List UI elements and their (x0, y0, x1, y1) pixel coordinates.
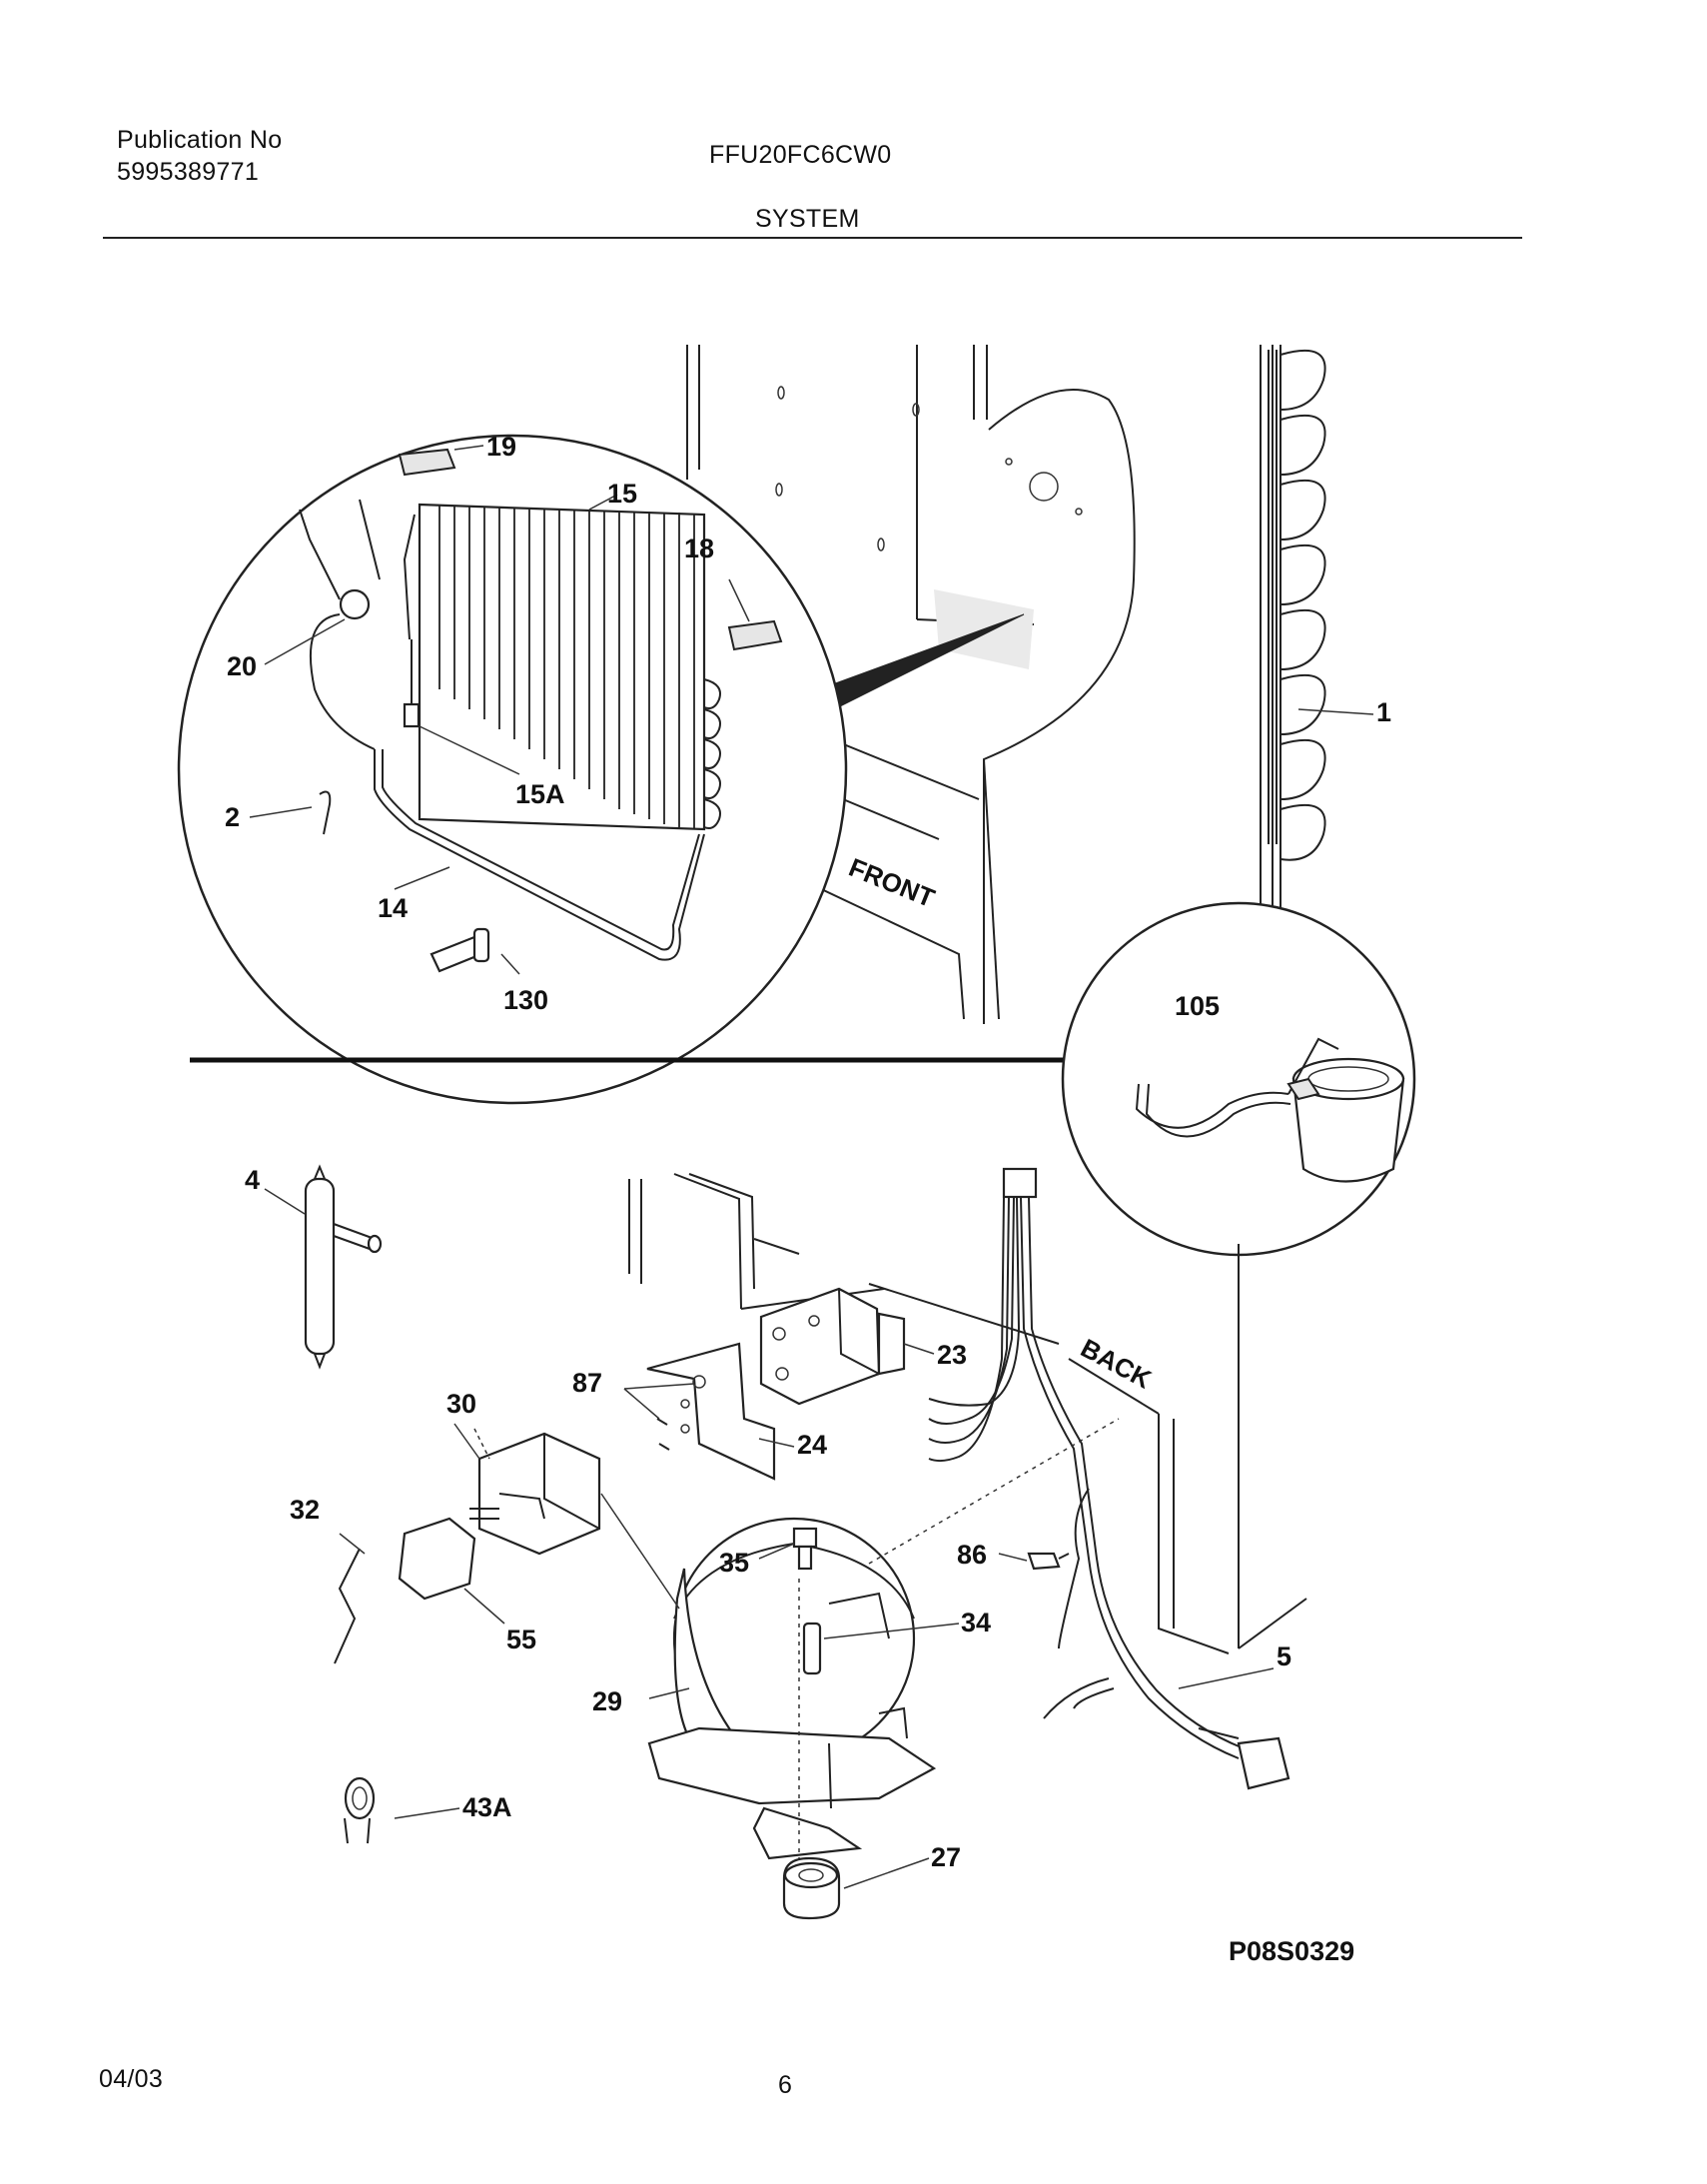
callout-24: 24 (797, 1430, 827, 1460)
callout-86: 86 (957, 1540, 987, 1570)
condenser-coil (1268, 350, 1326, 861)
tube-clamp (344, 1776, 460, 1844)
ground-screw (998, 1552, 1070, 1571)
front-label: FRONT (845, 852, 939, 913)
page-number: 6 (778, 2071, 793, 2099)
callout-14: 14 (378, 893, 408, 923)
callout-15a: 15A (515, 779, 565, 809)
callout-35: 35 (719, 1548, 749, 1578)
model-number: FFU20FC6CW0 (709, 141, 892, 169)
callout-20: 20 (227, 651, 257, 681)
callout-2: 2 (225, 802, 240, 832)
callout-19: 19 (486, 432, 516, 462)
callout-34: 34 (961, 1608, 991, 1638)
callout-4: 4 (245, 1165, 260, 1195)
compressor (600, 1418, 1120, 1860)
callout-27: 27 (931, 1842, 961, 1872)
callout-29: 29 (592, 1686, 622, 1716)
callout-87: 87 (572, 1368, 602, 1398)
callout-43a: 43A (462, 1792, 512, 1822)
defrost-timer (623, 1287, 935, 1481)
grommet-hardware (758, 1527, 960, 1639)
callout-18: 18 (684, 534, 714, 563)
callout-1: 1 (1376, 697, 1391, 727)
callout-130: 130 (503, 985, 548, 1015)
back-label: BACK (1076, 1333, 1157, 1395)
grommet (782, 1856, 930, 1920)
callout-5: 5 (1277, 1641, 1291, 1671)
callout-105: 105 (1175, 991, 1220, 1021)
publication-number: 5995389771 (117, 158, 260, 186)
callout-55: 55 (506, 1625, 536, 1654)
drier (264, 1164, 383, 1370)
callout-30: 30 (446, 1389, 476, 1419)
callout-15: 15 (607, 479, 637, 509)
relay-assembly (334, 1423, 601, 1664)
header-rule (103, 237, 1522, 239)
footer-date: 04/03 (99, 2065, 164, 2093)
drain-pan-detail (1061, 901, 1416, 1257)
wire-harness (928, 1167, 1290, 1790)
cabinet-upper: FRONT (686, 345, 1281, 1024)
section-title: SYSTEM (755, 205, 860, 233)
drawing-number: P08S0329 (1229, 1936, 1354, 1966)
publication-label: Publication No (117, 126, 283, 154)
callout-32: 32 (290, 1495, 320, 1525)
callout-23: 23 (937, 1340, 967, 1370)
evaporator-detail (177, 434, 848, 1105)
